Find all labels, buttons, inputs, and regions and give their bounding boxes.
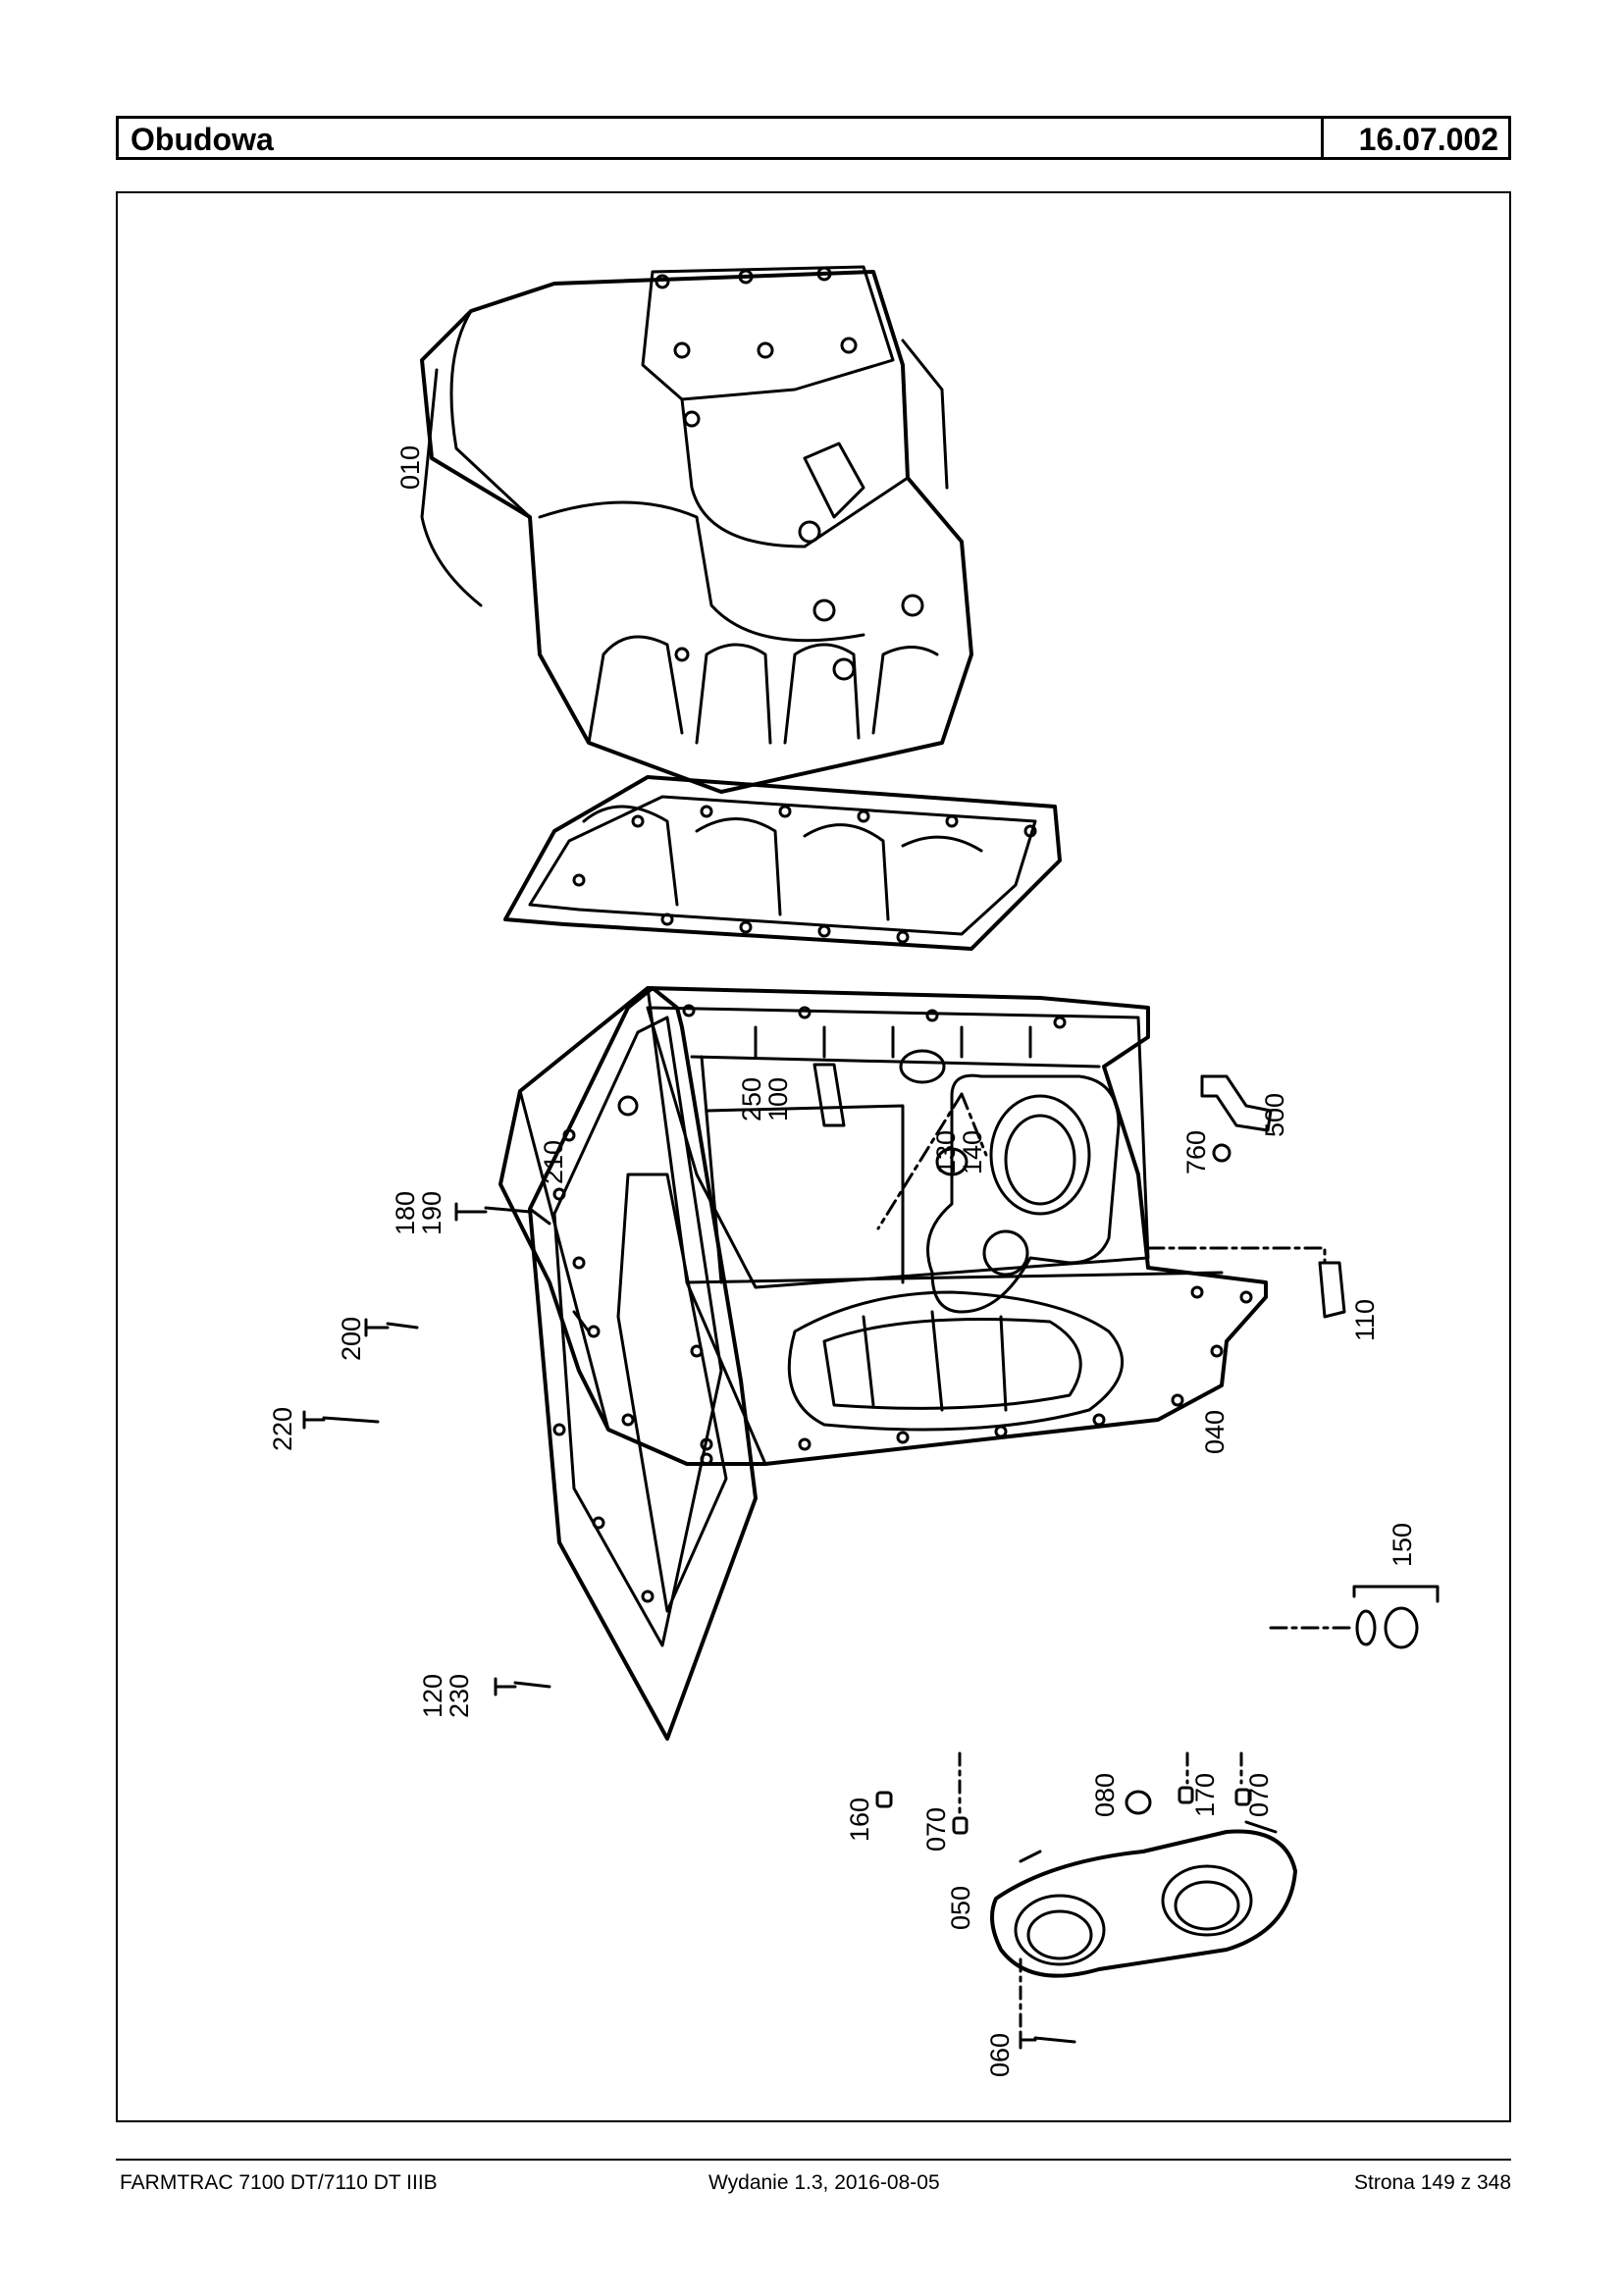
callout-120: 120 <box>418 1674 447 1718</box>
page-header: Obudowa 16.07.002 <box>116 116 1511 160</box>
callout-150: 150 <box>1388 1523 1417 1567</box>
footer-model: FARMTRAC 7100 DT/7110 DT IIIB <box>120 2171 438 2194</box>
lower-housing-drawing <box>498 986 1268 1466</box>
callout-010: 010 <box>395 445 425 490</box>
callout-100: 100 <box>763 1077 793 1121</box>
callout-080: 080 <box>1090 1773 1120 1817</box>
callout-050: 050 <box>946 1886 975 1930</box>
callout-140: 140 <box>958 1130 987 1174</box>
footer-page-number: Strona 149 z 348 <box>1354 2171 1511 2194</box>
callout-040: 040 <box>1200 1410 1230 1454</box>
exploded-diagram: 010 250 100 130 140 760 500 110 040 210 … <box>116 191 1511 2122</box>
callout-170: 170 <box>1190 1773 1220 1817</box>
callout-180: 180 <box>391 1191 420 1235</box>
callout-110: 110 <box>1350 1299 1380 1341</box>
callout-500: 500 <box>1260 1093 1289 1137</box>
upper-housing-drawing <box>420 265 1062 951</box>
footer-edition: Wydanie 1.3, 2016-08-05 <box>708 2171 940 2194</box>
callout-130: 130 <box>931 1130 961 1174</box>
callout-160: 160 <box>845 1798 874 1842</box>
callout-760: 760 <box>1181 1130 1211 1174</box>
callout-230: 230 <box>445 1674 474 1718</box>
callout-070-right: 070 <box>1244 1773 1274 1817</box>
callout-250: 250 <box>737 1077 766 1121</box>
callout-190: 190 <box>417 1191 446 1235</box>
page-title: Obudowa <box>131 122 274 157</box>
callout-210: 210 <box>539 1140 568 1184</box>
callout-220: 220 <box>268 1407 297 1451</box>
section-code: 16.07.002 <box>1358 122 1498 157</box>
callout-060: 060 <box>985 2033 1015 2077</box>
footer-rule <box>116 2159 1511 2161</box>
cover-plate-drawing <box>528 986 758 1741</box>
callout-070-left: 070 <box>921 1807 951 1852</box>
small-parts-drawing <box>302 1063 1440 2050</box>
header-divider <box>1321 119 1324 157</box>
callout-200: 200 <box>337 1317 366 1361</box>
